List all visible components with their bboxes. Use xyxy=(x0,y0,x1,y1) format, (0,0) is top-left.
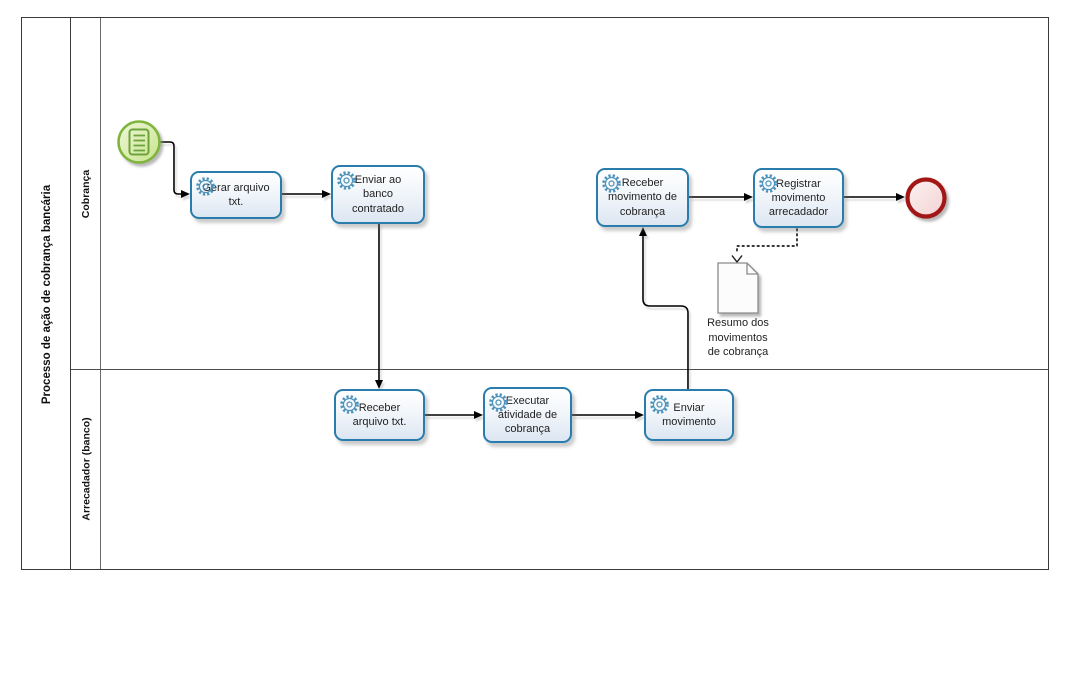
task-gerar-arquivo-txt[interactable]: Gerar arquivo txt. xyxy=(190,171,282,219)
service-task-gear-icon xyxy=(339,173,355,189)
end-event[interactable] xyxy=(905,177,947,219)
service-task-gear-icon xyxy=(198,179,214,195)
task-executar-atividade-de-cobranca[interactable]: Executar atividade de cobrança xyxy=(483,387,572,443)
pool-title-band: Processo de ação de cobrança bancária xyxy=(22,18,71,569)
task-registrar-movimento-arrecadador[interactable]: Registrar movimento arrecadador xyxy=(753,168,844,228)
open-arrowhead-icon xyxy=(731,255,743,264)
service-task-gear-icon xyxy=(342,397,358,413)
data-object[interactable] xyxy=(717,262,759,314)
service-task-gear-icon xyxy=(604,176,620,192)
lane-arrecadador-label-band: Arrecadador (banco) xyxy=(71,370,101,569)
task-label: Receber arquivo txt. xyxy=(352,401,407,428)
service-task-gear-icon xyxy=(761,176,777,192)
document-folded-corner-icon xyxy=(717,262,759,314)
sequence-flow-enviar-movimento-to-receber-movimento xyxy=(639,227,689,389)
form-document-icon xyxy=(128,128,150,156)
task-enviar-ao-banco-contratado[interactable]: Enviar ao banco contratado xyxy=(331,165,425,224)
association-registrar-to-data-object xyxy=(731,228,798,264)
lane-cobranca: Cobrança xyxy=(71,18,1048,370)
task-label: Executar atividade de cobrança xyxy=(497,394,558,436)
task-enviar-movimento[interactable]: Enviar movimento xyxy=(644,389,734,441)
task-label: Registrar movimento arrecadador xyxy=(768,177,829,219)
task-label: Gerar arquivo txt. xyxy=(202,181,270,208)
data-object-label: Resumo dos movimentos de cobrança xyxy=(707,317,769,359)
task-label: Enviar ao banco contratado xyxy=(352,174,404,215)
service-task-gear-icon xyxy=(652,397,668,413)
sequence-flow-start-to-gerar-arquivo xyxy=(159,141,190,198)
task-label: Receber movimento de cobrança xyxy=(607,177,678,218)
start-event[interactable] xyxy=(117,120,161,164)
service-task-gear-icon xyxy=(491,395,507,411)
task-receber-arquivo-txt[interactable]: Receber arquivo txt. xyxy=(334,389,425,441)
task-receber-movimento-de-cobranca[interactable]: Receber movimento de cobrança xyxy=(596,168,689,227)
process-pool: Processo de ação de cobrança bancária Co… xyxy=(21,17,1049,570)
lane-arrecadador-banco: Arrecadador (banco) xyxy=(71,370,1048,569)
task-label: Enviar movimento xyxy=(662,401,716,428)
lane-cobranca-label-band: Cobrança xyxy=(71,18,101,369)
